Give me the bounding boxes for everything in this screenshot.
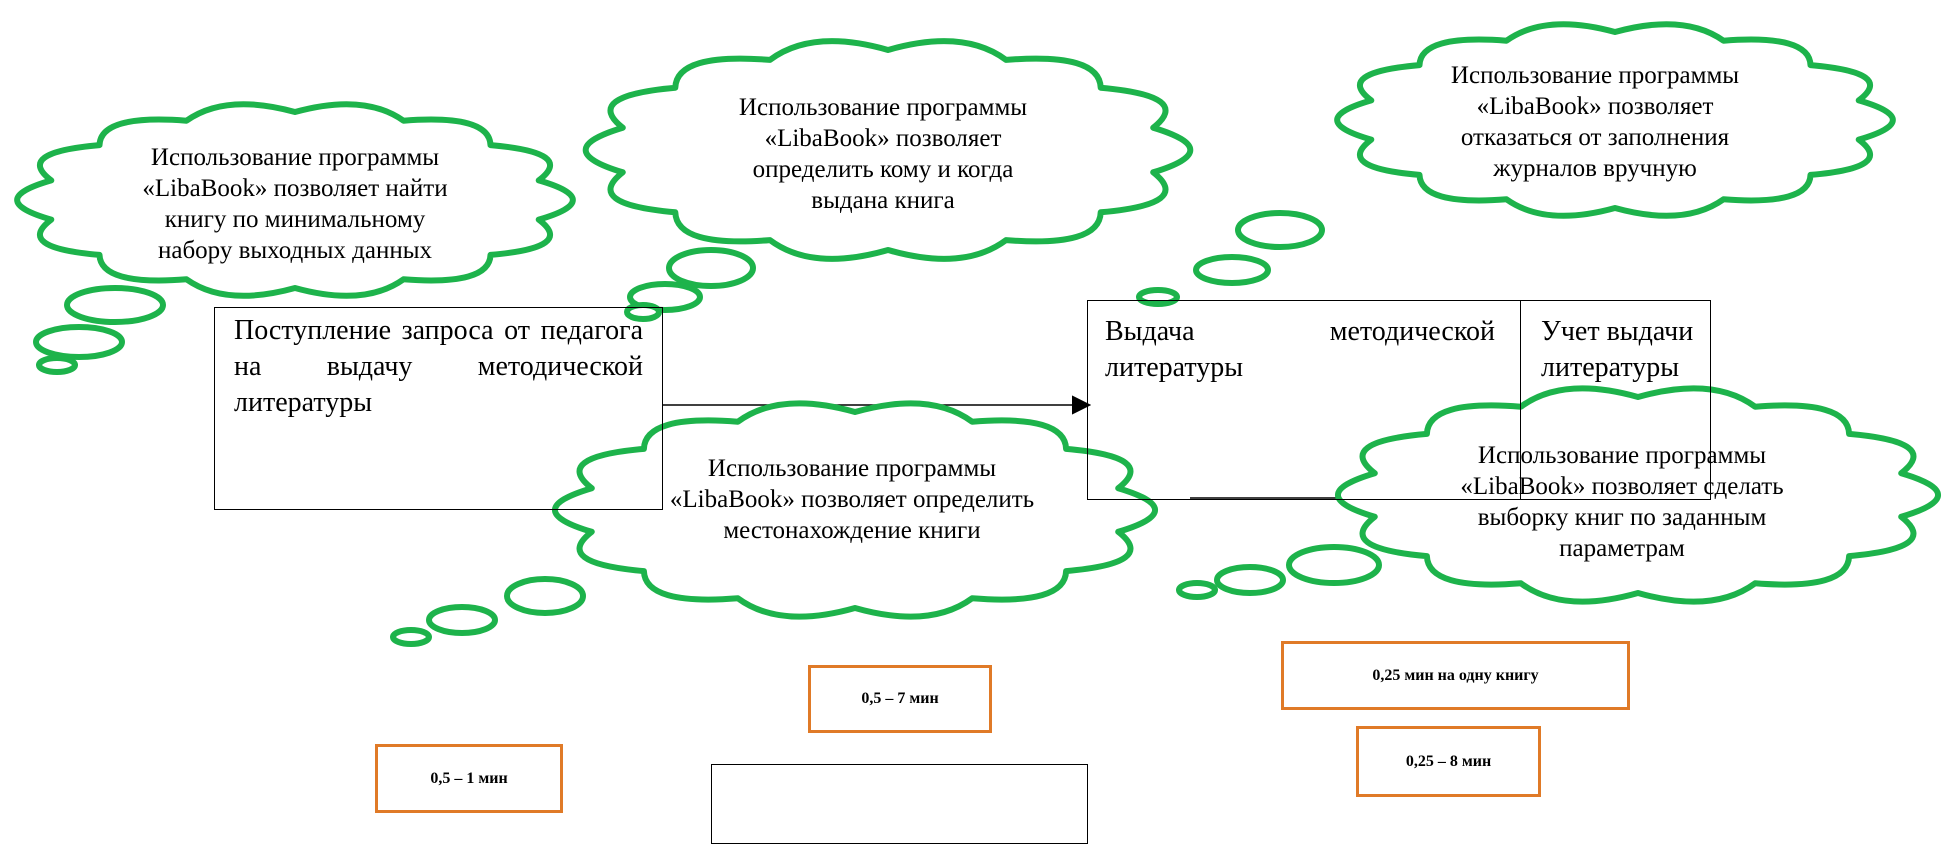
cloud-find-book-tail-bubble-3	[36, 355, 78, 375]
time-box-request: 0,5 – 7 мин	[808, 665, 992, 733]
cloud-selection-tail-bubble-2	[1214, 564, 1286, 596]
cloud-selection-outline	[1335, 385, 1941, 605]
cloud-who-when	[583, 38, 1193, 322]
cloud-location-tail-bubble-1	[504, 576, 586, 616]
cloud-find-book-outline	[14, 101, 576, 299]
cloud-no-manual-journals-text: Использование программы «LibaBook» позво…	[1450, 62, 1740, 182]
cloud-no-manual-journals-outline	[1334, 21, 1896, 219]
time-box-per-book: 0,25 мин на одну книгу	[1281, 641, 1630, 710]
cloud-selection-text: Использование программы «LibaBook» позво…	[1460, 442, 1784, 562]
cloud-selection-tail-bubble-1	[1286, 544, 1382, 586]
cloud-find-book-tail-bubble-2	[33, 324, 125, 360]
cloud-selection	[1176, 385, 1941, 605]
cloud-location-tail-bubble-3	[390, 627, 432, 647]
process-box-issue-label: Выдача методической литературы	[1105, 316, 1495, 383]
cloud-no-manual-journals-tail-bubble-1	[1235, 210, 1325, 250]
time-box-issue: 0,5 – 1 мин	[375, 744, 563, 813]
cloud-find-book	[14, 101, 576, 375]
cloud-no-manual-journals-tail-bubble-2	[1193, 254, 1271, 286]
cloud-location-outline	[552, 400, 1158, 620]
cloud-who-when-tail-bubble-3	[624, 302, 662, 322]
process-box-bottom	[711, 764, 1088, 844]
cloud-who-when-text: Использование программы «LibaBook» позво…	[738, 94, 1028, 214]
cloud-no-manual-journals	[1136, 21, 1896, 307]
process-box-accounting-label: Учет выдачи литературы	[1541, 316, 1694, 383]
cloud-location-text: Использование программы «LibaBook» позво…	[669, 455, 1035, 544]
cloud-location-tail-bubble-2	[426, 604, 498, 636]
cloud-who-when-tail-bubble-1	[666, 247, 756, 289]
cloud-find-book-text: Использование программы «LibaBook» позво…	[142, 144, 448, 264]
cloud-selection-tail-bubble-3	[1176, 580, 1218, 600]
process-box-request-label: Поступление запроса от педагога на выдач…	[234, 315, 643, 418]
cloud-location	[390, 400, 1158, 647]
process-box-accounting	[1520, 300, 1711, 500]
time-box-accounting: 0,25 – 8 мин	[1356, 726, 1541, 797]
process-box-request	[214, 307, 663, 510]
cloud-who-when-outline	[583, 38, 1193, 262]
cloud-find-book-tail-bubble-1	[64, 285, 166, 325]
